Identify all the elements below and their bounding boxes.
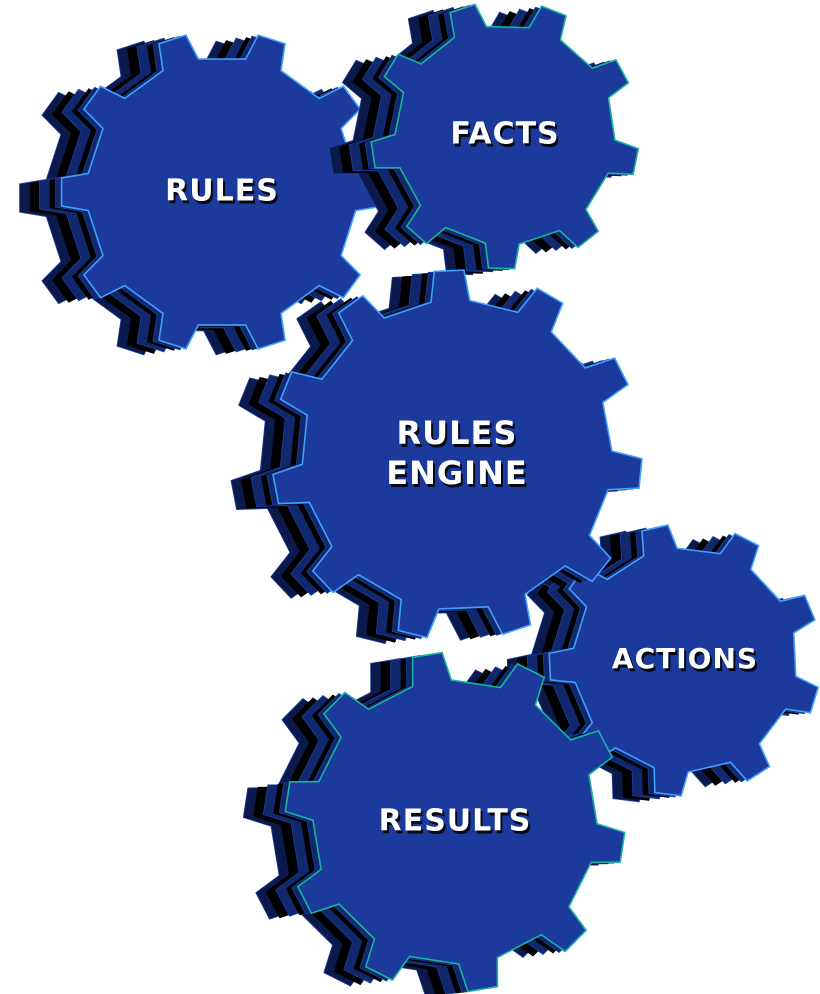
gear-rules-face xyxy=(60,34,384,350)
gear-label-shadow: RESULTS xyxy=(381,807,534,842)
gear-label-facts: FACTS xyxy=(450,117,559,152)
gear-actions-face xyxy=(548,524,820,797)
gear-label-actions: ACTIONS xyxy=(612,642,758,675)
gear-label-shadow: FACTS xyxy=(452,120,561,155)
gear-label-results: RESULTS xyxy=(379,804,532,839)
gear-label-engine: RULES xyxy=(397,414,518,452)
gear-engine-face xyxy=(272,269,643,639)
gear-facts-face xyxy=(370,3,640,270)
gear-label-engine: ENGINE xyxy=(386,454,527,492)
gear-label-shadow: RULES xyxy=(399,417,520,455)
gear-results-face xyxy=(284,651,626,993)
gear-label-shadow: ACTIONS xyxy=(614,645,760,678)
gear-label-shadow: ENGINE xyxy=(388,457,529,495)
gear-label-rules: RULES xyxy=(165,174,279,209)
gear-label-shadow: RULES xyxy=(167,177,281,212)
